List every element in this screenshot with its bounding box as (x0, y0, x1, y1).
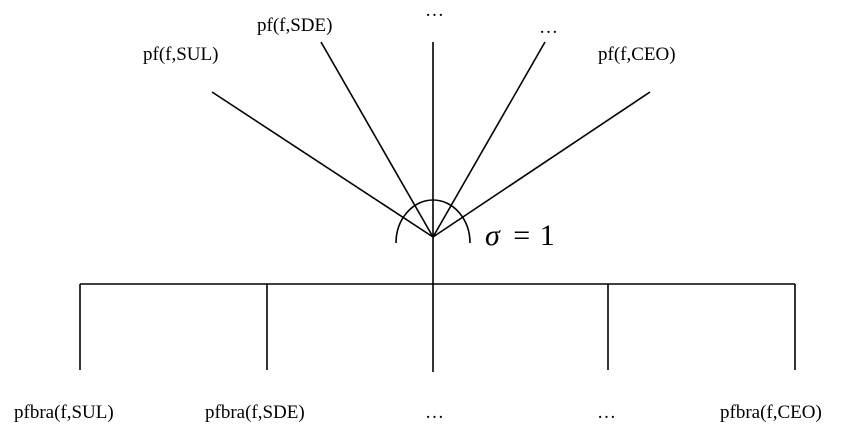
bottom-label-sde: pfbra(f,SDE) (205, 402, 305, 423)
branch-line-dots (432, 41, 546, 238)
bottom-label-ellipsis-1: … (425, 402, 444, 423)
bottom-label-sul: pfbra(f,SUL) (14, 402, 114, 423)
top-label-ellipsis-1: … (425, 0, 444, 21)
top-label-ceo: pf(f,CEO) (598, 44, 676, 65)
elasticity-arc (395, 199, 471, 244)
bottom-label-ellipsis-2: … (597, 402, 616, 423)
top-label-ellipsis-2: … (539, 17, 558, 38)
elasticity-value: 1 (540, 219, 555, 252)
elasticity-equals: = (513, 219, 530, 252)
branch-line-sul (211, 91, 434, 238)
branch-line-sde (320, 41, 434, 238)
elasticity-symbol: σ (485, 219, 501, 252)
elasticity-label: σ = 1 (485, 219, 555, 252)
branch-line-ceo (432, 91, 651, 238)
top-label-sul: pf(f,SUL) (143, 44, 218, 65)
bottom-label-ceo: pfbra(f,CEO) (720, 402, 822, 423)
top-label-sde: pf(f,SDE) (257, 15, 332, 36)
